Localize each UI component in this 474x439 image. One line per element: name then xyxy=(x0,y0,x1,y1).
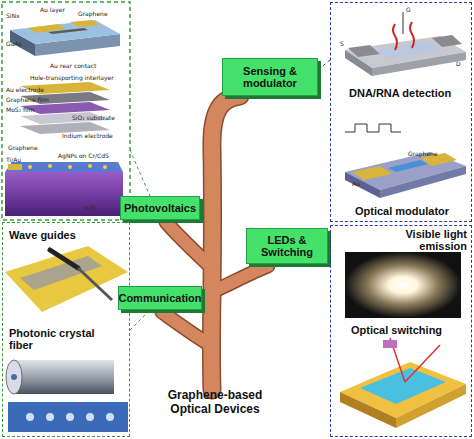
node-text: Optical switching xyxy=(351,324,467,336)
part-label: Au electrode xyxy=(6,86,44,93)
part-label: Indium electrode xyxy=(62,132,113,139)
node-text: DNA/RNA detection xyxy=(349,87,469,99)
part-label: Au layer xyxy=(40,6,65,13)
waveguide xyxy=(5,246,128,312)
part-label: Hole-transporting interlayer xyxy=(30,74,114,81)
part-label: AgNPs on Cr/CdS xyxy=(58,152,109,159)
part-label: Graphene xyxy=(78,10,108,17)
part-label: Graphene xyxy=(408,150,438,157)
optical-modulator xyxy=(345,124,466,198)
part-label: MoS₂ film xyxy=(6,106,34,113)
node-text: Photovoltaics xyxy=(124,202,196,214)
group-frame xyxy=(2,2,130,220)
node-text: Optical modulator xyxy=(355,205,471,217)
node-text: Sensing & modulator xyxy=(223,65,317,89)
diagram-title: Graphene-based Optical Devices xyxy=(150,388,280,416)
branch-label: LEDs & Switching xyxy=(246,228,328,264)
dna-sensor xyxy=(345,12,466,76)
part-label: Graphene film xyxy=(6,96,49,103)
part-label: Graphene xyxy=(8,144,38,151)
optical-switch xyxy=(340,338,466,428)
part-label: D xyxy=(456,60,461,67)
part-label: SiO₂ substrate xyxy=(72,114,115,121)
node-text: Photonic crystal fiber xyxy=(9,327,119,351)
branch-label: Photovoltaics xyxy=(120,196,200,220)
part-label: SiNx xyxy=(6,12,20,19)
part-label: Au rear contact xyxy=(50,62,96,69)
part-label: Au xyxy=(352,180,360,187)
branch-label: Communication xyxy=(118,286,202,310)
group-box: Wave guidesPhotonic crystal fiber xyxy=(2,222,130,437)
solar-cell xyxy=(10,20,120,56)
solar-cell xyxy=(5,162,123,216)
branch-label: Sensing & modulator xyxy=(222,58,318,96)
node-text: Visible light emission xyxy=(371,228,467,252)
node-text: LEDs & Switching xyxy=(247,234,327,258)
light-emission-photo xyxy=(345,252,461,318)
node-text: Wave guides xyxy=(9,229,125,241)
part-label: S xyxy=(340,40,344,47)
part-label: G xyxy=(406,6,411,13)
node-text: Communication xyxy=(118,292,201,304)
group-box: Visible light emissionOptical switching xyxy=(330,225,472,437)
photonic-fiber xyxy=(6,360,128,432)
part-label: n-Si xyxy=(84,204,95,211)
part-label: Ti/Au xyxy=(6,156,21,163)
group-box: DNA/RNA detectionOptical modulator xyxy=(330,2,472,222)
part-label: GaAs xyxy=(6,40,22,47)
